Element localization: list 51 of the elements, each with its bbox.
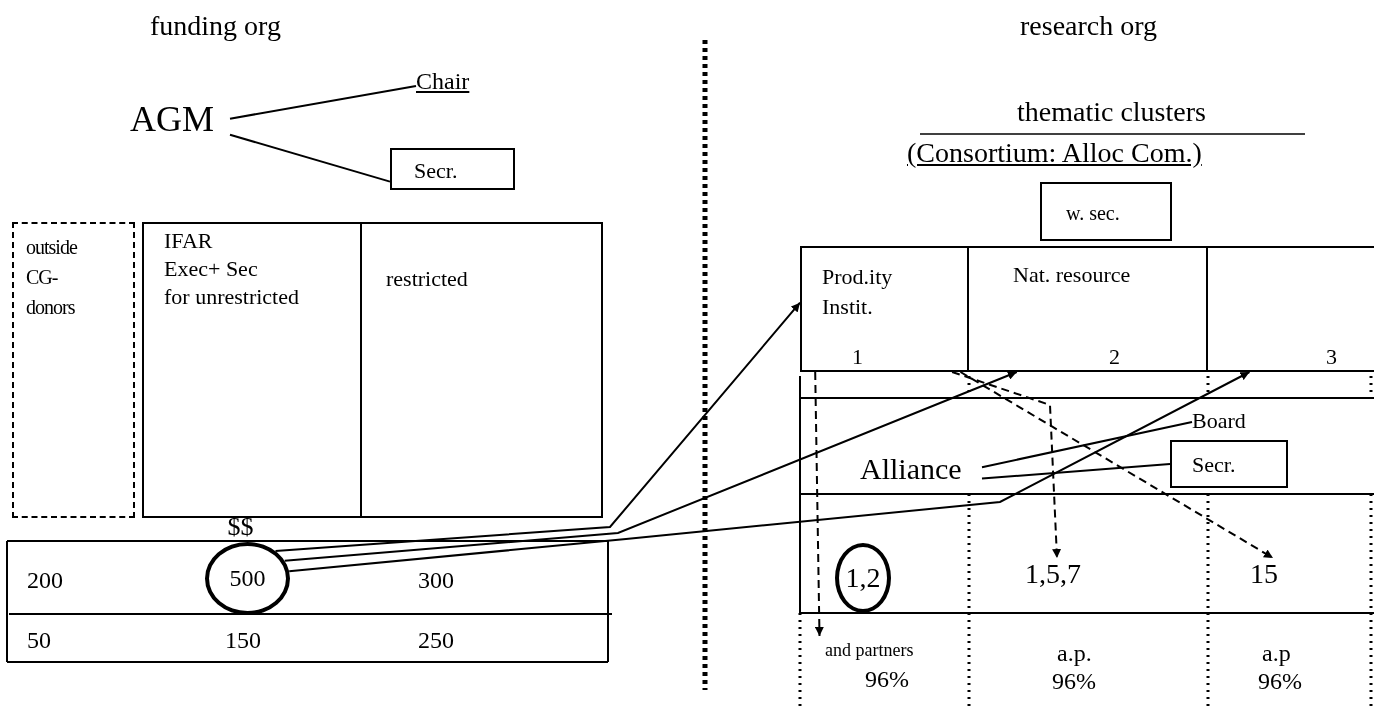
circled-value: 1,2 <box>835 543 891 613</box>
cell-text: a.p. <box>1057 640 1092 668</box>
dashed-arrow <box>951 371 1062 559</box>
currency-note: $$ <box>227 512 254 542</box>
fund-box <box>142 222 362 518</box>
connector-line <box>229 133 391 183</box>
value-text: 15 <box>1250 558 1296 596</box>
value-text: 200 <box>27 567 63 595</box>
percentage-text: 96% <box>1052 668 1096 696</box>
column-number: 1 <box>852 344 863 370</box>
secretariat-box: w. sec. <box>1040 182 1172 241</box>
arrow <box>283 371 1018 562</box>
meeting-label: AGM <box>130 98 230 144</box>
donor-box: outside CG- donors <box>12 222 135 518</box>
arrow <box>288 371 1251 573</box>
value-text: 150 <box>225 627 261 655</box>
dashed-arrow <box>959 371 1274 559</box>
box-heading: IFAR <box>164 228 213 254</box>
section-heading: funding org <box>150 10 281 43</box>
value-text: 1,5,7 <box>1025 558 1105 596</box>
secretariat-box: Secr. <box>1170 440 1288 488</box>
alliance-label: Alliance <box>860 452 982 490</box>
box-text: for unrestricted <box>164 284 299 310</box>
cell-heading: Prod.ity Instit. <box>822 263 894 321</box>
cell-heading: Nat. resource <box>1013 262 1131 288</box>
value-text: 50 <box>27 627 51 655</box>
role-label: Board <box>1192 408 1262 436</box>
fund-box: restricted <box>362 222 603 518</box>
value-text: 300 <box>418 567 454 595</box>
column-number: 3 <box>1326 344 1337 370</box>
circled-value: 500 <box>205 542 290 615</box>
arrow <box>274 301 801 552</box>
connector-line <box>981 463 1171 480</box>
role-label: Chair <box>416 68 492 98</box>
value-text: 250 <box>418 627 454 655</box>
column-header-cell <box>1208 246 1374 372</box>
dashed-arrow <box>814 371 824 637</box>
cluster-heading: thematic clusters <box>1017 96 1206 129</box>
cluster-subheading: (Consortium: Alloc Com.) <box>907 137 1202 170</box>
column-header-cell <box>969 246 1208 372</box>
secretariat-box: Secr. <box>390 148 515 190</box>
cell-text: and partners <box>825 640 914 661</box>
column-number: 2 <box>1109 344 1120 370</box>
column-header-cell <box>800 246 969 372</box>
connector-line <box>229 85 417 120</box>
percentage-text: 96% <box>865 666 909 694</box>
percentage-text: 96% <box>1258 668 1302 696</box>
cell-text: a.p <box>1262 640 1291 668</box>
section-heading: research org <box>1020 10 1158 43</box>
box-text: Exec+ Sec <box>164 256 258 282</box>
connector-line <box>981 421 1193 469</box>
